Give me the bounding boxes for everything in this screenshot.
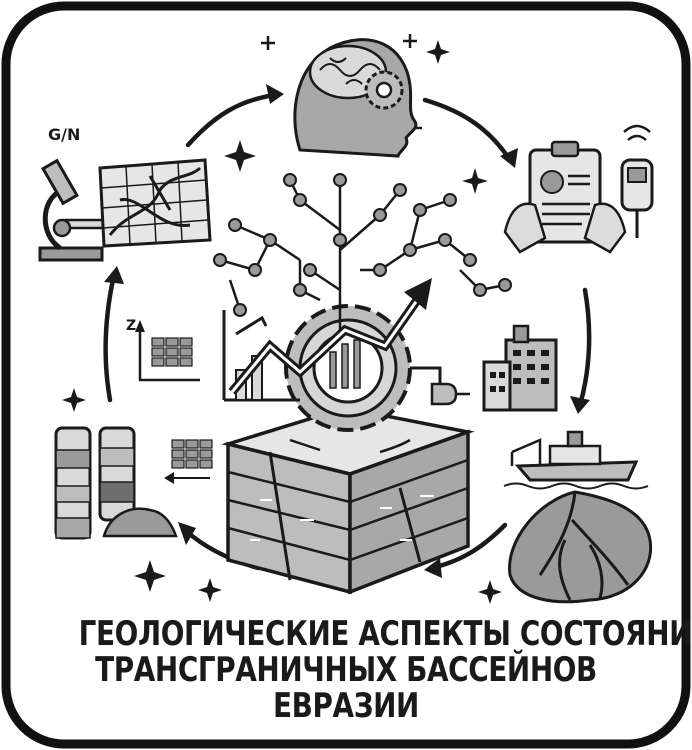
clipboard-icon: [503, 140, 627, 254]
sparkle-icon: [462, 168, 488, 194]
data-table-icon: [135, 320, 200, 382]
growth-chart-icon: [222, 278, 432, 402]
title-line-3: ЕВРАЗИИ: [273, 686, 419, 726]
arrow-bottom-right: [429, 522, 508, 571]
arrowhead-bottom-left: [178, 522, 196, 545]
arrow-top-left: [185, 92, 278, 148]
arrowhead-left: [104, 266, 124, 284]
connector-plug: [410, 366, 470, 406]
sensor-icon: [620, 124, 654, 238]
gn-label: G/N: [48, 125, 80, 144]
sparkle-icon: [478, 580, 502, 604]
title-line-2: ТРАНСГРАНИЧНЫХ БАССЕЙНОВ: [95, 650, 597, 690]
network-tree-icon: [219, 179, 506, 330]
map-grid-icon: [98, 158, 212, 248]
hand-right: [583, 202, 627, 254]
network-nodes: [213, 173, 512, 317]
arrow-top-right: [422, 97, 513, 163]
page-title: ГЕОЛОГИЧЕСКИЕ АСПЕКТЫ СОСТОЯНИЯ ТРАНСГРА…: [78, 614, 692, 726]
hand-left: [503, 202, 547, 254]
core-samples-icon: [54, 426, 178, 540]
z-axis-label: Z: [126, 318, 136, 334]
sparkle-icon: [426, 40, 450, 64]
sediment-pile: [102, 507, 178, 538]
delta-icon: [508, 490, 653, 604]
sparkle-icon: [134, 560, 166, 592]
cycle-arrows: [103, 92, 592, 571]
ship-icon: [503, 430, 649, 490]
brain-gear-icon: [293, 38, 418, 158]
block-diagram-icon: [221, 406, 475, 595]
arrowhead-right: [570, 396, 590, 414]
block-side: [348, 429, 470, 595]
arrowhead-top-right: [500, 148, 518, 168]
title-line-1: ГЕОЛОГИЧЕСКИЕ АСПЕКТЫ СОСТОЯНИЯ: [78, 614, 692, 654]
sparkle-icon: [198, 578, 222, 602]
sparkle-icon: [224, 140, 256, 172]
arrowhead-top-left: [266, 84, 284, 104]
microscope-icon: [38, 158, 108, 262]
arrow-left: [103, 272, 117, 403]
building-icon: [482, 324, 558, 412]
arrow-right: [577, 287, 592, 408]
arrowhead-bottom-right: [424, 558, 442, 578]
sparkle-icon: [62, 388, 86, 412]
arrow-heads: [104, 84, 590, 578]
small-table-icon: [164, 439, 213, 484]
sparkles: [62, 40, 502, 604]
